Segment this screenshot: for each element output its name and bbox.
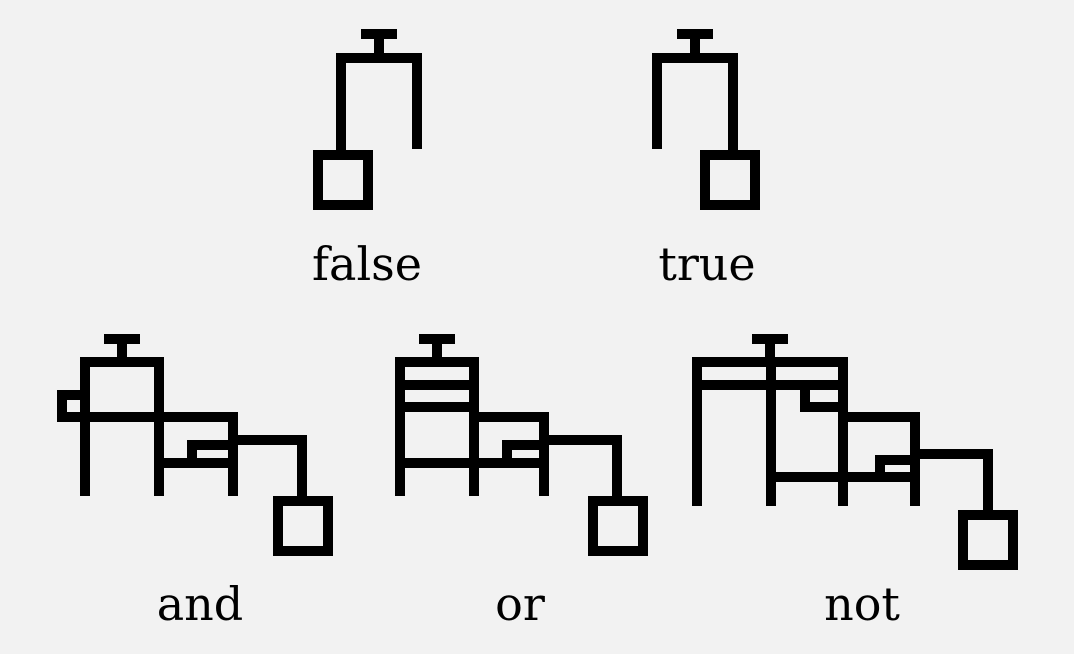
or-inner-bar — [395, 380, 479, 390]
or-label: or — [495, 577, 545, 631]
and-output-box — [273, 496, 333, 556]
and-app-bar-1 — [80, 412, 238, 422]
or-result-line — [612, 435, 622, 501]
or-app-hook-2 — [502, 440, 544, 463]
and-label: and — [156, 577, 244, 631]
not-label: not — [824, 577, 900, 631]
true-inner-line — [728, 53, 738, 153]
and-side-loop — [57, 390, 85, 422]
not-hbar-2 — [766, 472, 915, 482]
true-outer-line — [652, 53, 662, 149]
and-figure — [57, 334, 333, 556]
true-label: true — [658, 237, 756, 291]
or-output-box — [588, 496, 648, 556]
true-output-box — [700, 150, 760, 210]
or-var-x-line — [395, 357, 405, 496]
not-app-bar-1 — [838, 412, 920, 422]
not-figure — [692, 334, 1018, 570]
false-root-handle — [361, 29, 397, 57]
not-inner-hook — [800, 385, 843, 412]
and-root-handle — [104, 334, 140, 362]
or-lambda-bar — [395, 357, 479, 367]
or-var-y-line — [469, 357, 479, 496]
true-lambda-bar — [652, 53, 738, 63]
or-root-handle — [419, 334, 455, 362]
not-root-handle — [752, 334, 788, 362]
or-app-bar-1 — [469, 412, 549, 422]
false-figure — [313, 29, 422, 210]
and-app-bar-2 — [233, 435, 307, 445]
not-result-line — [983, 449, 993, 515]
false-inner-line — [412, 53, 422, 149]
not-var-p-line — [692, 357, 702, 506]
and-var-y-line — [154, 357, 164, 496]
or-app-bar-2 — [544, 435, 622, 445]
or-figure — [395, 334, 648, 556]
false-outer-line — [336, 53, 346, 153]
true-figure — [652, 29, 760, 210]
false-lambda-bar — [336, 53, 422, 63]
and-var-x-line — [80, 357, 90, 496]
not-app-bar-2 — [915, 449, 993, 459]
not-app-hook-2 — [875, 455, 915, 477]
or-app-line-1 — [539, 412, 549, 496]
not-output-box — [958, 510, 1018, 570]
not-var-b-line — [838, 357, 848, 506]
false-output-box — [313, 150, 373, 210]
or-inner-hook — [395, 385, 474, 412]
not-var-a-line — [766, 357, 776, 506]
false-label: false — [312, 237, 422, 291]
true-root-handle — [677, 29, 713, 57]
or-hbar-2 — [395, 458, 544, 468]
and-lambda-bar — [80, 357, 164, 367]
and-app-hook-2 — [187, 440, 233, 463]
and-app-line-1 — [228, 412, 238, 496]
and-result-line — [297, 435, 307, 501]
